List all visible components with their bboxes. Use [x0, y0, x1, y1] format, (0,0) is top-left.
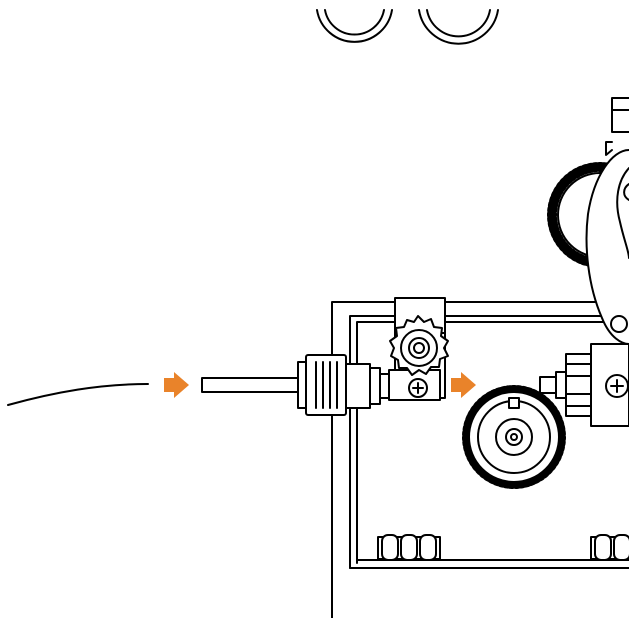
top-spool-left — [316, 9, 393, 43]
feed-arrow-right — [451, 372, 476, 398]
pressure-arm — [585, 97, 629, 345]
feed-arrow-left — [164, 372, 189, 398]
bottom-bolts-left — [377, 534, 441, 561]
shaft-assembly — [539, 343, 629, 427]
wire-guide-tube — [201, 377, 299, 393]
tension-knob — [389, 315, 449, 376]
bottom-bolts-right — [590, 534, 629, 561]
plus-screw-icon — [408, 378, 428, 398]
welding-wire — [7, 383, 149, 406]
inlet-connector — [297, 354, 391, 416]
top-spool-right — [418, 9, 499, 45]
drive-gear — [462, 385, 566, 489]
